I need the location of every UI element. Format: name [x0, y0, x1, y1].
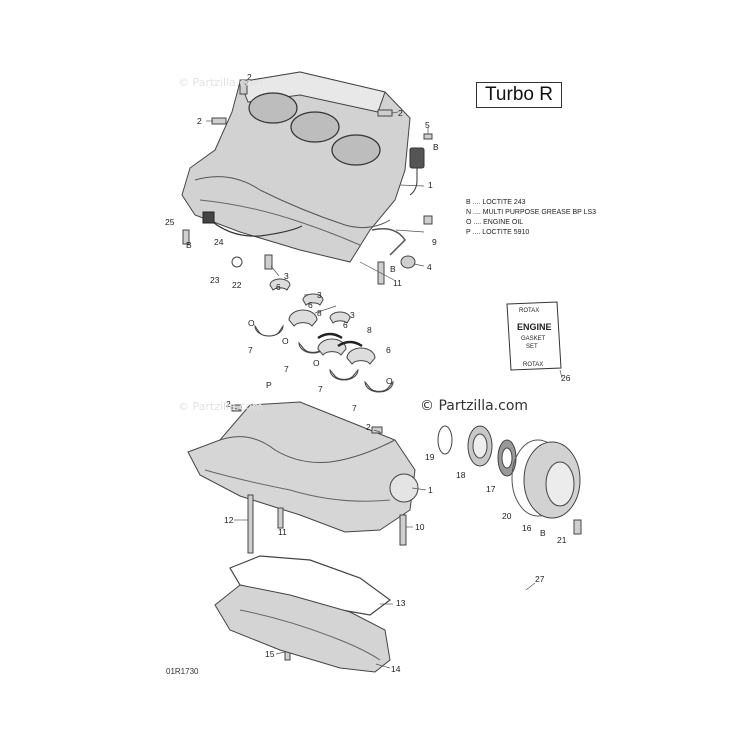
cylinder-block[interactable]	[181, 71, 411, 263]
callout-2: 2	[366, 422, 371, 432]
callout-18: 18	[456, 470, 466, 480]
oil-sensor[interactable]	[409, 147, 425, 196]
callout-3: 3	[317, 290, 322, 300]
callout-22: 22	[232, 280, 242, 290]
callout-20: 20	[502, 511, 512, 521]
callout-8: 8	[317, 308, 322, 318]
crankcase-lower[interactable]	[187, 401, 419, 533]
callout-11: 11	[393, 278, 402, 288]
callout-15: 15	[265, 649, 275, 659]
callout-12: 12	[224, 515, 234, 525]
callout-1: 1	[428, 180, 433, 190]
callout-6: 6	[308, 300, 313, 310]
gasket-kit-26[interactable]: ROTAX ENGINE GASKET SET ROTAX	[505, 300, 563, 372]
main-bearings[interactable]	[254, 278, 394, 393]
kit-line-3: SET	[526, 344, 538, 350]
callout-2: 2	[398, 108, 403, 118]
watermark: © Partzilla.com	[178, 76, 263, 89]
thrust-washers[interactable]	[317, 332, 363, 348]
callout-4: 4	[427, 262, 432, 272]
callout-24: 24	[214, 237, 224, 247]
sensor-wire	[207, 217, 303, 237]
callout-7: 7	[318, 384, 323, 394]
callout-23: 23	[210, 275, 220, 285]
model-title: Turbo R	[476, 82, 562, 108]
callout-b: B	[186, 240, 192, 250]
watermark: © Partzilla.com	[178, 400, 263, 413]
callout-6: 6	[276, 282, 281, 292]
callout-o: O	[248, 318, 255, 328]
callout-2: 2	[197, 116, 202, 126]
callout-3: 3	[284, 271, 289, 281]
callout-17: 17	[486, 484, 496, 494]
partzilla-watermark: © Partzilla.com	[420, 398, 529, 414]
callout-o: O	[282, 336, 289, 346]
kit-line-2: GASKET	[521, 336, 546, 342]
callout-6: 6	[386, 345, 391, 355]
callout-19: 19	[425, 452, 435, 462]
callout-2: 2	[226, 399, 231, 409]
kit-brand-bottom: ROTAX	[523, 362, 543, 368]
callout-p: P	[266, 380, 272, 390]
callout-b: B	[540, 528, 546, 538]
legend: B .... LOCTITE 243 N .... MULTI PURPOSE …	[466, 199, 596, 236]
callout-3: 3	[350, 310, 355, 320]
leader-lines	[206, 79, 563, 669]
legend-row-1: B .... LOCTITE 243	[466, 199, 526, 206]
oil-pan[interactable]	[214, 584, 391, 673]
callout-13: 13	[396, 598, 406, 608]
oring-19	[437, 425, 453, 455]
legend-row-2: N .... MULTI PURPOSE GREASE BP LS3	[466, 209, 596, 216]
cylinder-bore-3	[331, 134, 381, 166]
callout-labels: 2 2 2 5 1 B 9 25 B 24 23 22 3 6 B 4 11 3…	[165, 72, 571, 674]
legend-row-4: P .... LOCTITE 5910	[466, 229, 529, 236]
callout-8: B	[433, 142, 439, 152]
legend-row-3: O .... ENGINE OIL	[466, 219, 523, 226]
callout-10: 10	[415, 522, 425, 532]
callout-b: B	[390, 264, 396, 274]
cylinder-bore-1	[248, 92, 298, 124]
callout-7: 7	[284, 364, 289, 374]
callout-11: 11	[278, 527, 287, 537]
callout-26: 26	[561, 373, 571, 383]
callout-5: 5	[425, 120, 430, 130]
kit-brand-top: ROTAX	[519, 308, 539, 314]
callout-21: 21	[557, 535, 567, 545]
diagram-code: 01R1730	[166, 667, 199, 676]
callout-7: 7	[352, 403, 357, 413]
sensor-24[interactable]	[202, 211, 215, 224]
callout-o: O	[313, 358, 320, 368]
callout-6: 6	[343, 320, 348, 330]
cylinder-bore-2	[290, 111, 340, 143]
callout-14: 14	[391, 664, 401, 674]
kit-line-1: ENGINE	[517, 322, 552, 332]
callout-o: O	[386, 376, 393, 386]
callout-9: 9	[432, 237, 437, 247]
callout-1: 1	[428, 485, 433, 495]
pto-cover-group[interactable]	[437, 425, 581, 519]
callout-2: 2	[247, 72, 252, 82]
callout-25: 25	[165, 217, 175, 227]
callout-8: 8	[367, 325, 372, 335]
callout-7: 7	[248, 345, 253, 355]
callout-16: 16	[522, 523, 532, 533]
callout-27: 27	[535, 574, 545, 584]
